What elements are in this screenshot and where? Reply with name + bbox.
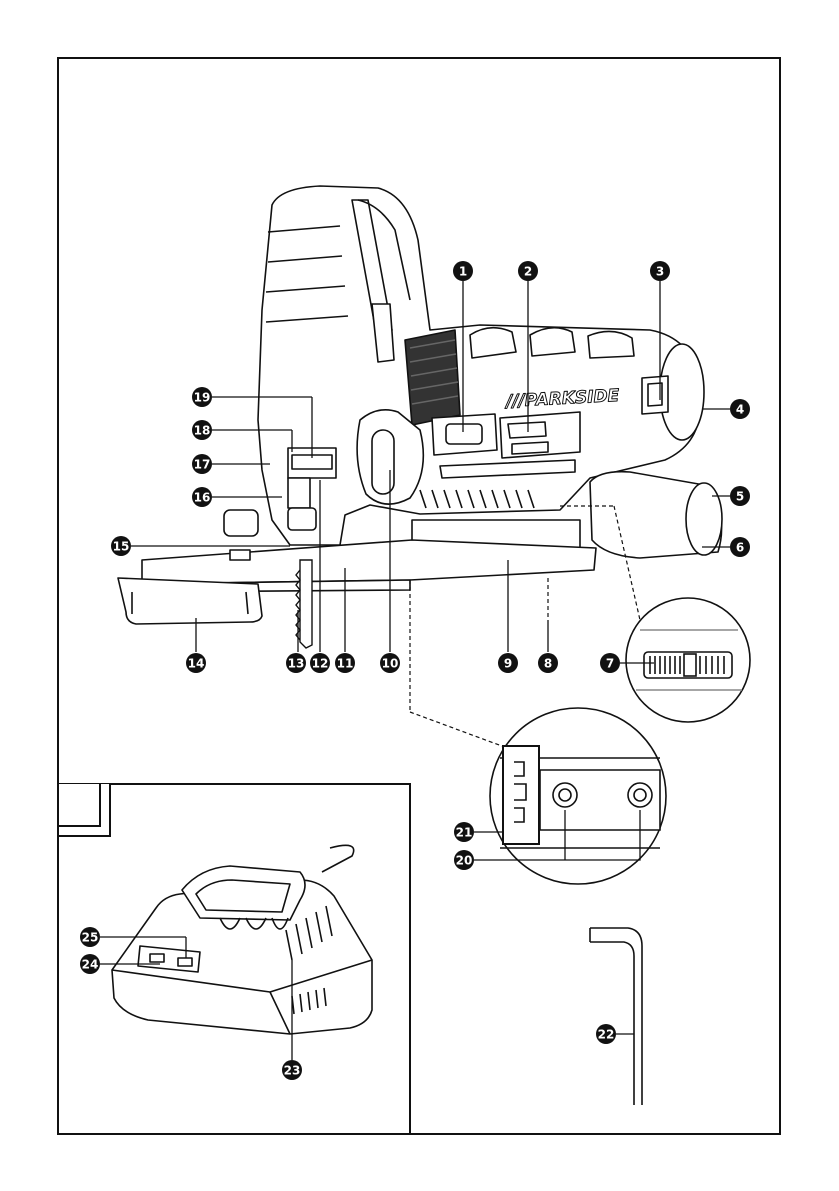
callout-1: 1 (453, 261, 473, 281)
svg-text:11: 11 (337, 657, 354, 671)
svg-text:5: 5 (736, 490, 744, 504)
callout-19: 19 (192, 387, 212, 407)
callout-12: 12 (310, 653, 330, 673)
callout-2: 2 (518, 261, 538, 281)
callout-5: 5 (730, 486, 750, 506)
svg-text:13: 13 (288, 657, 305, 671)
svg-text:6: 6 (736, 541, 744, 555)
jigsaw-illustration: ///PARKSIDE (224, 186, 722, 558)
callout-15: 15 (111, 536, 131, 556)
dust-adapter (118, 578, 262, 624)
callout-16: 16 (192, 487, 212, 507)
detail-circle-speed-wheel (626, 598, 750, 722)
callout-6: 6 (730, 537, 750, 557)
svg-text:3: 3 (656, 265, 664, 279)
callout-23: 23 (282, 1060, 302, 1080)
svg-text:25: 25 (82, 931, 99, 945)
callout-13: 13 (286, 653, 306, 673)
callout-3: 3 (650, 261, 670, 281)
callout-4: 4 (730, 399, 750, 419)
callout-14: 14 (186, 653, 206, 673)
svg-text:21: 21 (456, 826, 473, 840)
svg-text:14: 14 (188, 657, 205, 671)
svg-text:23: 23 (284, 1064, 301, 1078)
callout-11: 11 (335, 653, 355, 673)
callout-10: 10 (380, 653, 400, 673)
svg-text:20: 20 (456, 854, 473, 868)
svg-text:24: 24 (82, 958, 99, 972)
callout-22: 22 (596, 1024, 616, 1044)
callout-17: 17 (192, 454, 212, 474)
svg-text:15: 15 (113, 540, 130, 554)
svg-text:17: 17 (194, 458, 211, 472)
callout-18: 18 (192, 420, 212, 440)
charger-illustration (112, 845, 372, 1034)
svg-text:18: 18 (194, 424, 211, 438)
svg-text:8: 8 (544, 657, 552, 671)
callout-25: 25 (80, 927, 100, 947)
svg-text:1: 1 (459, 265, 467, 279)
callout-7: 7 (600, 653, 620, 673)
callout-20: 20 (454, 850, 474, 870)
svg-text:16: 16 (194, 491, 211, 505)
svg-text:4: 4 (736, 403, 744, 417)
svg-text:7: 7 (606, 657, 614, 671)
svg-text:2: 2 (524, 265, 532, 279)
svg-text:12: 12 (312, 657, 329, 671)
svg-text:19: 19 (194, 391, 211, 405)
callout-9: 9 (498, 653, 518, 673)
allen-key (590, 928, 642, 1105)
svg-text:9: 9 (504, 657, 512, 671)
callout-24: 24 (80, 954, 100, 974)
callout-8: 8 (538, 653, 558, 673)
callout-21: 21 (454, 822, 474, 842)
svg-text:22: 22 (598, 1028, 615, 1042)
svg-text:10: 10 (382, 657, 399, 671)
